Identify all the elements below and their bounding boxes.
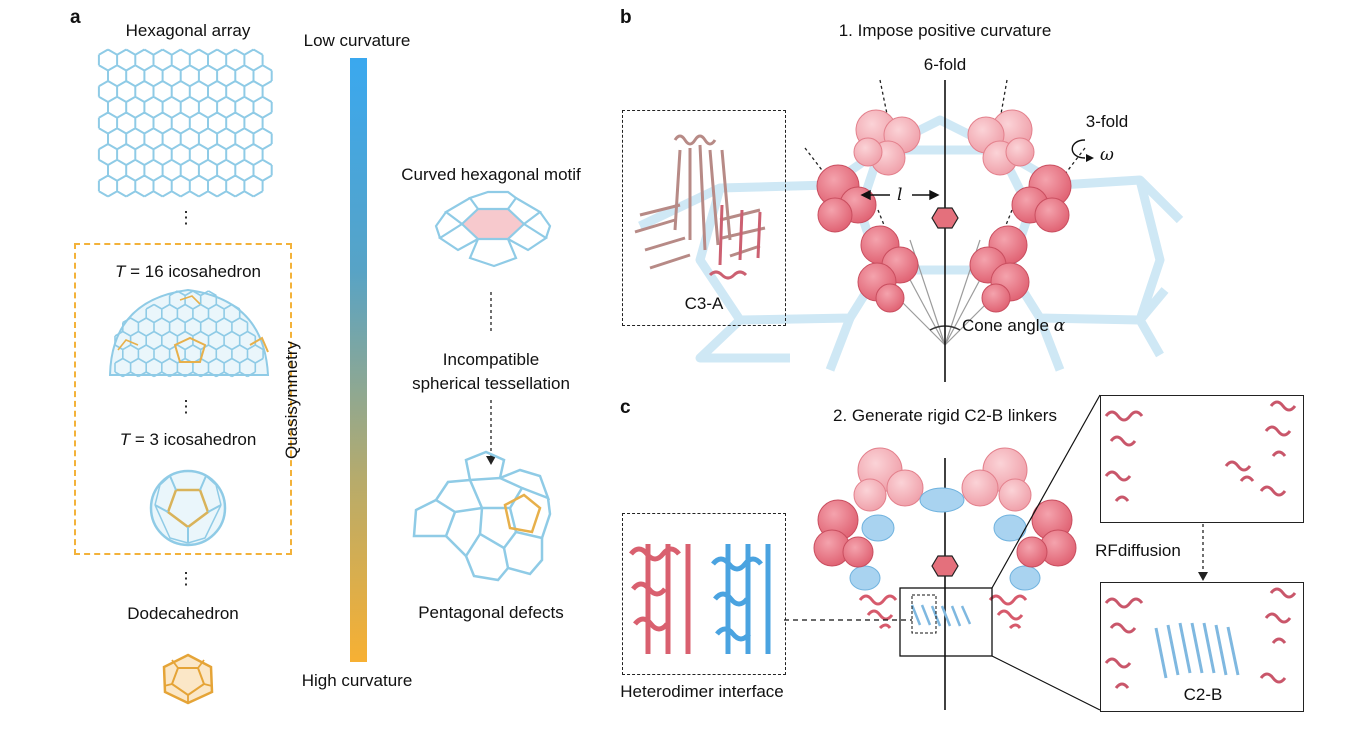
l-label: l <box>897 185 903 205</box>
zoom-connector-lines <box>784 394 1101 711</box>
rfdiffusion-input-box <box>1100 395 1304 523</box>
heterodimer-graphic <box>629 544 771 654</box>
central-hexagon-c <box>931 555 959 577</box>
curved-motif-label: Curved hexagonal motif <box>401 165 581 184</box>
omega-label: ω <box>1100 145 1114 165</box>
rotation-arrow-omega <box>1071 139 1086 159</box>
t3-italic-t: T <box>119 430 131 449</box>
c3a-label: C3-A <box>684 294 724 313</box>
dodecahedron-graphic <box>162 653 214 705</box>
t3-label: T = 3 icosahedron <box>120 430 257 450</box>
t16-label-text: = 16 icosahedron <box>125 262 262 281</box>
threefold-label: 3-fold <box>1085 112 1129 131</box>
panel-letter-a: a <box>70 7 81 28</box>
cone-angle-text: Cone angle <box>962 316 1054 335</box>
c3a-inset-box <box>622 110 786 326</box>
sixfold-label: 6-fold <box>923 55 967 74</box>
pentagonal-defects-label: Pentagonal defects <box>418 603 564 622</box>
curvature-gradient-bar <box>350 58 367 662</box>
rfdiffusion-label: RFdiffusion <box>1095 541 1181 560</box>
c2b-output-box <box>1100 582 1304 712</box>
quasisymmetry-label: Quasisymmetry <box>282 340 301 460</box>
hexagonal-array-label: Hexagonal array <box>125 21 251 40</box>
ellipsis-3: ⋮ <box>177 569 195 588</box>
heterodimer-inset-box <box>622 513 786 675</box>
panel-a-dashed-connectors <box>486 292 496 465</box>
t3-icosahedron-graphic <box>149 469 227 547</box>
t16-label: T = 16 icosahedron <box>115 262 261 282</box>
c2b-zoom-region <box>899 587 993 657</box>
c3a-c2b-assembly <box>813 447 1077 630</box>
panel-letter-c: c <box>620 397 631 418</box>
t16-icosahedron-graphic <box>108 288 270 378</box>
c2b-output-graphic <box>1104 587 1297 689</box>
central-hexagon-b <box>931 207 959 229</box>
panel-letter-b: b <box>620 7 632 28</box>
l-distance-arrow <box>860 189 940 201</box>
rfdiffusion-input-graphic <box>1104 400 1297 502</box>
c3a-trimers-b <box>816 109 1072 313</box>
heterodimer-label: Heterodimer interface <box>620 682 784 701</box>
incompatible-line2: spherical tessellation <box>412 374 570 393</box>
dodecahedron-label: Dodecahedron <box>127 604 239 623</box>
t3-label-text: = 3 icosahedron <box>130 430 257 449</box>
low-curvature-label: Low curvature <box>303 31 411 50</box>
curved-hexagonal-motif-graphic <box>434 190 552 268</box>
honeycomb-lines <box>97 48 273 198</box>
hexagonal-array-graphic <box>97 48 273 198</box>
panel-c-title: 2. Generate rigid C2-B linkers <box>833 406 1057 425</box>
quasisymmetry-group-box <box>74 243 292 555</box>
cone-angle-label: Cone angle α <box>962 316 1065 336</box>
rfdiffusion-arrow <box>1198 524 1208 581</box>
high-curvature-label: High curvature <box>301 671 413 690</box>
t16-italic-t: T <box>114 262 126 281</box>
incompatible-line1: Incompatible <box>442 350 540 369</box>
c2b-label: C2-B <box>1183 685 1223 704</box>
alpha-symbol: α <box>1053 316 1066 336</box>
ellipsis-1: ⋮ <box>177 208 195 227</box>
c3a-structure-graphic <box>634 134 766 280</box>
heterodimer-zoom-region <box>911 594 937 634</box>
ellipsis-2: ⋮ <box>177 397 195 416</box>
dome-hex-lines <box>114 290 264 378</box>
panel-b-title: 1. Impose positive curvature <box>838 21 1052 40</box>
pentagonal-defects-graphic <box>412 450 552 582</box>
